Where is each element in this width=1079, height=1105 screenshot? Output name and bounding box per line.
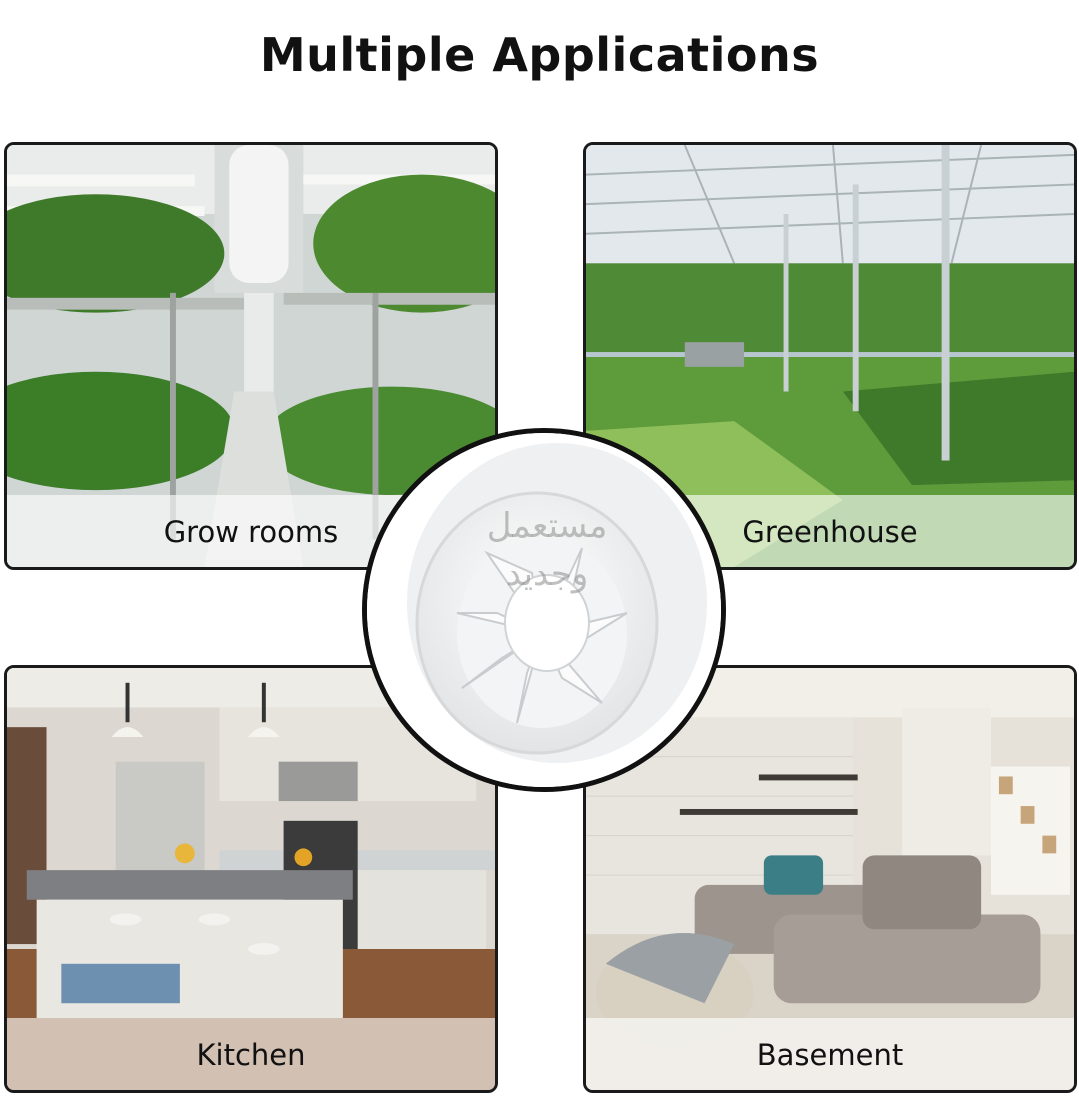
greenhouse-panel: Greenhouse bbox=[583, 142, 1077, 570]
kitchen-caption: Kitchen bbox=[196, 1038, 306, 1072]
grow-rooms-caption: Grow rooms bbox=[163, 515, 339, 549]
page-title: Multiple Applications bbox=[259, 28, 820, 82]
caption-band bbox=[7, 1018, 495, 1090]
caption-band bbox=[586, 1018, 1074, 1090]
product-circle bbox=[362, 428, 726, 792]
watermark-line-2: وجديد bbox=[505, 554, 589, 594]
grow-rooms-panel: Grow rooms bbox=[4, 142, 498, 570]
basement-caption: Basement bbox=[756, 1038, 904, 1072]
watermark-logo: مستعمل وجديد bbox=[452, 502, 642, 598]
inline-duct-fan-image bbox=[367, 433, 721, 787]
watermark-line-1: مستعمل bbox=[486, 506, 608, 546]
greenhouse-caption: Greenhouse bbox=[742, 515, 918, 549]
